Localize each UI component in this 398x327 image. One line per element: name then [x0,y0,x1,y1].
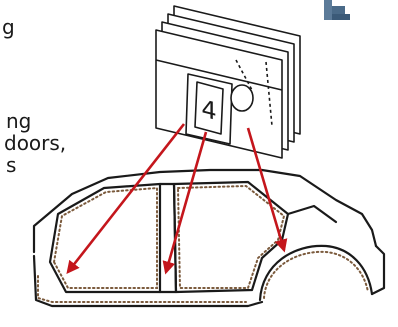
rear-wheel-arch [260,246,372,300]
bolt-icon [324,0,350,20]
arrow-b-pillar [166,132,206,272]
sealant-beads [38,186,368,302]
front-door-opening [50,184,160,292]
sensor-unit [156,6,300,158]
car-rocker-outline [34,256,262,306]
car-body [34,170,384,306]
sensor-display-value: 4 [201,94,216,126]
b-pillar [160,184,176,292]
rear-quarter [288,206,336,222]
sensor-knob [231,85,253,111]
